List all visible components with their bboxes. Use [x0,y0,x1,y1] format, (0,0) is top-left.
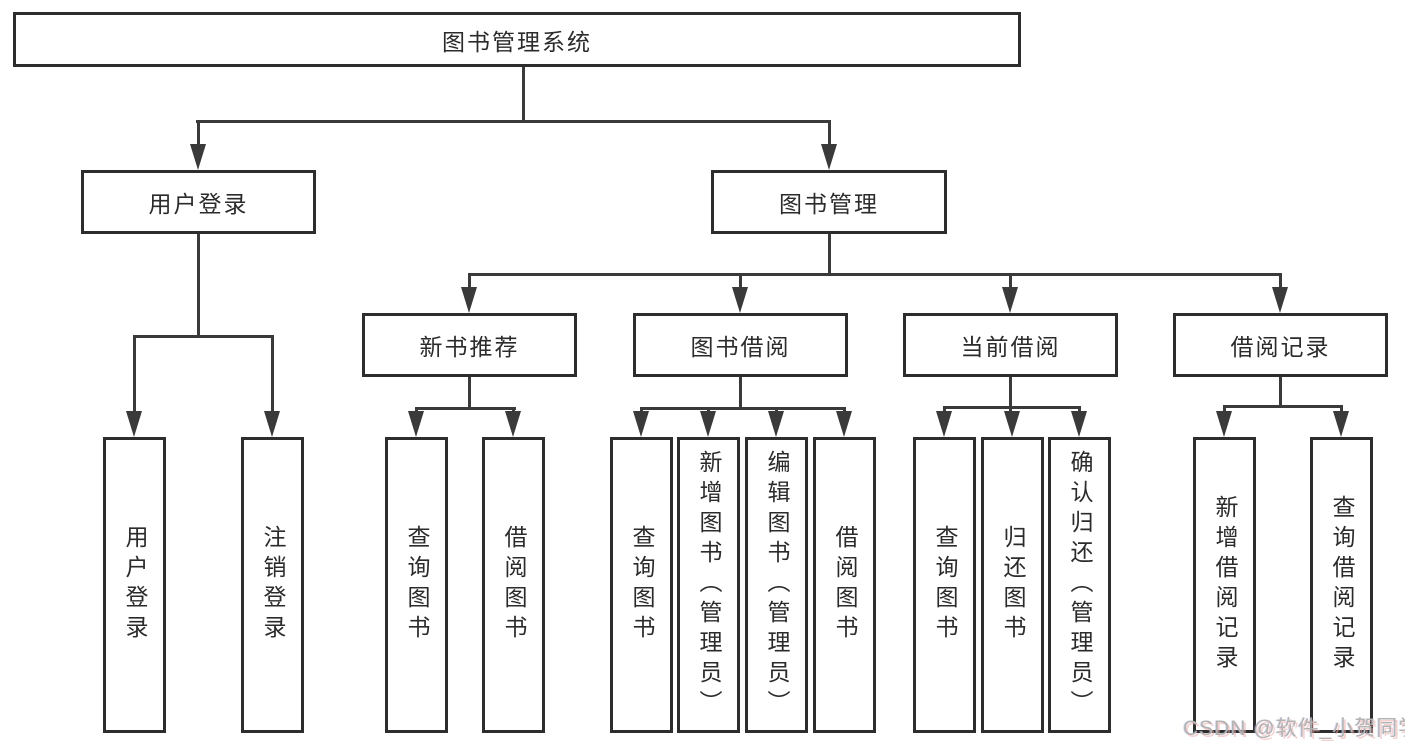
leaf-query-book-current-label: 查询图书 [932,525,958,645]
tree-connector-line [943,406,1081,409]
arrow-down-icon [633,411,649,437]
node-root: 图书管理系统 [13,12,1021,67]
arrow-down-icon [461,287,477,313]
tree-connector-line [828,120,831,148]
tree-connector-line [828,234,831,276]
leaf-edit-book-admin: 编辑图书（管理员） [745,437,808,733]
tree-connector-line [1009,377,1012,409]
tree-connector-line [739,377,742,410]
node-book-borrow-label: 图书借阅 [690,334,791,360]
node-user-login-label: 用户登录 [148,191,249,217]
leaf-logout: 注销登录 [241,437,304,733]
arrow-down-icon [1004,411,1020,437]
arrow-down-icon [1333,411,1349,437]
tree-connector-line [522,67,525,123]
leaf-query-book-recommend-label: 查询图书 [404,525,430,645]
tree-connector-line [196,120,831,123]
arrow-down-icon [1071,411,1087,437]
tree-connector-line [1009,273,1012,293]
arrow-down-icon [408,411,424,437]
leaf-add-book-admin-label: 新增图书（管理员） [696,450,722,720]
tree-connector-line [1223,405,1343,408]
leaf-query-borrow-record-label: 查询借阅记录 [1329,495,1355,675]
leaf-query-book-borrow: 查询图书 [610,437,673,733]
tree-connector-line [133,335,274,338]
leaf-query-borrow-record: 查询借阅记录 [1310,437,1373,733]
tree-connector-line [1009,406,1012,415]
leaf-add-borrow-record: 新增借阅记录 [1193,437,1256,733]
arrow-down-icon [190,144,206,170]
arrow-down-icon [768,411,784,437]
node-borrow-records-label: 借阅记录 [1230,334,1331,360]
tree-connector-line [468,377,471,410]
leaf-query-book-current: 查询图书 [913,437,976,733]
arrow-down-icon [732,287,748,313]
leaf-confirm-return-admin-label: 确认归还（管理员） [1067,450,1093,720]
leaf-borrow-book-recommend: 借阅图书 [482,437,545,733]
node-current-borrow: 当前借阅 [903,313,1118,377]
leaf-user-login-label: 用户登录 [122,525,148,645]
leaf-borrow-book-borrow-label: 借阅图书 [832,525,858,645]
arrow-down-icon [264,411,280,437]
arrow-down-icon [1272,287,1288,313]
arrow-down-icon [126,411,142,437]
leaf-return-book-label: 归还图书 [1000,525,1026,645]
leaf-borrow-book-recommend-label: 借阅图书 [501,525,527,645]
node-root-label: 图书管理系统 [442,28,592,55]
leaf-borrow-book-borrow: 借阅图书 [813,437,876,733]
node-book-management-label: 图书管理 [779,191,879,217]
arrow-down-icon [505,411,521,437]
leaf-query-book-borrow-label: 查询图书 [629,525,655,645]
tree-connector-line [197,120,200,148]
leaf-add-borrow-record-label: 新增借阅记录 [1212,495,1238,675]
tree-connector-line [1279,377,1282,408]
leaf-logout-label: 注销登录 [260,525,286,645]
tree-connector-line [468,273,1282,276]
arrow-down-icon [700,411,716,437]
node-new-book-recommend: 新书推荐 [362,313,577,377]
leaf-return-book: 归还图书 [981,437,1044,733]
tree-connector-line [1078,406,1081,415]
arrow-down-icon [1002,287,1018,313]
tree-connector-line [133,335,136,414]
node-borrow-records: 借阅记录 [1173,313,1388,377]
leaf-query-book-recommend: 查询图书 [385,437,448,733]
arrow-down-icon [936,411,952,437]
tree-connector-line [415,407,516,410]
leaf-add-book-admin: 新增图书（管理员） [677,437,740,733]
tree-connector-line [739,273,742,293]
node-book-management: 图书管理 [711,170,947,234]
leaf-user-login: 用户登录 [103,437,166,733]
tree-connector-line [271,335,274,414]
csdn-watermark: CSDN @软件_小贺同学 [1183,717,1405,740]
node-current-borrow-label: 当前借阅 [960,334,1061,360]
node-user-login: 用户登录 [81,170,316,234]
tree-connector-line [943,406,946,415]
leaf-confirm-return-admin: 确认归还（管理员） [1048,437,1111,733]
arrow-down-icon [821,144,837,170]
arrow-down-icon [836,411,852,437]
tree-connector-line [1340,405,1343,415]
tree-connector-line [1223,405,1226,415]
node-new-book-recommend-label: 新书推荐 [419,334,520,360]
leaf-edit-book-admin-label: 编辑图书（管理员） [764,450,790,720]
node-book-borrow: 图书借阅 [633,313,848,377]
tree-connector-line [640,407,846,410]
tree-connector-line [1279,273,1282,293]
arrow-down-icon [1216,411,1232,437]
tree-connector-line [197,234,200,338]
tree-connector-line [468,273,471,293]
